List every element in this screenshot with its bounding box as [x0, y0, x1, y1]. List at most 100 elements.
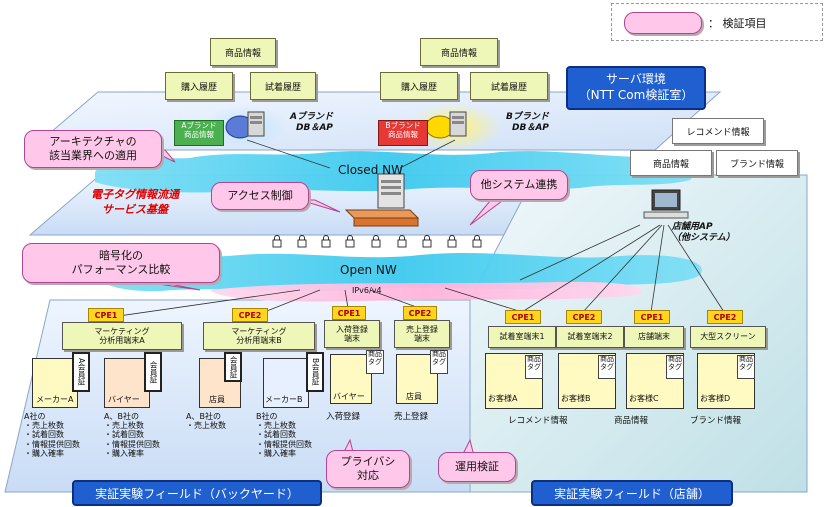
- stats-b-item: ・売上枚数: [256, 421, 296, 431]
- stats-a-item: ・購入確率: [24, 448, 64, 458]
- store-label-product: 商品情報: [614, 416, 649, 426]
- terminal-marketing-b-line2: 分析用端末B: [236, 336, 282, 345]
- stats-b-item: ・試着回数: [256, 430, 296, 440]
- backyard-tag-1: 商品タグ: [366, 350, 384, 374]
- legend-label: ： 検証項目: [708, 17, 767, 30]
- backyard-cpe-2: CPE2: [232, 308, 268, 322]
- brand-a-note-product: 商品情報: [210, 38, 276, 66]
- store-tag-4: 商品タグ: [737, 355, 755, 379]
- user-maker-a-label: メーカーA: [36, 395, 74, 404]
- store-pc-icon: [643, 189, 689, 219]
- card-member-staff: 会員証: [224, 352, 242, 382]
- legend-swatch: [624, 12, 702, 34]
- brand-b-note-purchase: 購入履歴: [380, 72, 458, 100]
- open-nw-cloud: [94, 252, 702, 292]
- terminal-store: 店舗端末: [624, 326, 684, 348]
- store-cpe-3: CPE1: [634, 310, 670, 324]
- user-buyer-a-label: バイヤー: [108, 395, 140, 404]
- store-ap-line1: 店舗用AP: [672, 222, 713, 232]
- padlock-icons: [272, 235, 482, 248]
- platform-label-line2: サービス基盤: [102, 202, 168, 216]
- brand-b-db-line2: DB＆AP: [512, 122, 549, 133]
- store-label-brand: ブランド情報: [690, 416, 742, 426]
- terminal-fitting-2: 試着室端末2: [556, 326, 624, 348]
- brand-b-db-line1: Bブランド: [506, 112, 549, 122]
- server-a-icon: [225, 111, 265, 139]
- stats-ab2: A、B社の ・売上枚数: [186, 412, 226, 430]
- backyard-cpe-4: CPE2: [403, 306, 437, 320]
- callout-operation: 運用検証: [438, 452, 516, 482]
- platform-label: 電子タグ情報流通 サービス基盤: [55, 188, 215, 218]
- store-cpe-4: CPE2: [707, 310, 743, 324]
- terminal-marketing-b-line1: マーケティング: [231, 326, 287, 336]
- store-tag-1: 商品タグ: [525, 355, 543, 379]
- terminal-sales-line1: 売上登録: [406, 324, 438, 334]
- server-env-subtitle: （NTT Com検証室）: [578, 88, 694, 102]
- callout-architecture-line1: アーキテクチャの: [49, 135, 137, 149]
- terminal-arrival-line1: 入荷登録: [336, 324, 368, 334]
- store-cpe-2: CPE2: [566, 310, 602, 324]
- closed-nw-label: Closed NW: [338, 163, 403, 177]
- brand-b-badge-line2: 商品情報: [388, 130, 418, 140]
- brand-a-db-line2: DB＆AP: [296, 122, 333, 133]
- stats-b-item: ・購入確率: [256, 448, 296, 458]
- brand-b-db-label: Bブランド DB＆AP: [506, 112, 549, 134]
- stats-b-item: ・情報提供回数: [256, 439, 312, 449]
- backyard-cpe-3: CPE1: [332, 306, 366, 320]
- brand-b-note-product: 商品情報: [420, 38, 498, 66]
- user-staff-b-label: 店員: [406, 392, 422, 401]
- brand-b-note-fitting: 試着履歴: [470, 72, 548, 100]
- brand-a-note-purchase: 購入履歴: [165, 72, 233, 100]
- user-maker-a: [32, 358, 78, 408]
- stats-a-item: ・情報提供回数: [24, 439, 80, 449]
- brand-a-note-fitting: 試着履歴: [250, 72, 316, 100]
- callout-other-systems: 他システム連携: [470, 170, 568, 200]
- open-nw-label: Open NW: [340, 263, 397, 277]
- card-member-buyer: 会員証: [144, 352, 162, 392]
- card-b-member: B会員証: [306, 352, 324, 392]
- brand-b-badge-line1: Bブランド: [385, 121, 421, 130]
- store-tag-3: 商品タグ: [666, 355, 684, 379]
- card-a-member: A会員証: [72, 352, 90, 392]
- stats-ab-item: ・購入確率: [104, 448, 144, 458]
- label-arrival: 入荷登録: [326, 412, 361, 422]
- stats-ab-item: ・情報提供回数: [104, 439, 160, 449]
- customer-b-label: お客様B: [561, 394, 591, 403]
- stats-a-item: ・売上枚数: [24, 421, 64, 431]
- stats-a-title: A社の: [24, 412, 46, 421]
- stats-ab-item: ・試着回数: [104, 430, 144, 440]
- stats-ab2-title: A、B社の: [186, 412, 221, 421]
- field-backyard-bar: 実証実験フィールド（バックヤード）: [72, 480, 322, 506]
- callout-architecture-line2: 該当業界への適用: [49, 149, 137, 162]
- store-ap-line2: （他システム）: [672, 232, 735, 243]
- terminal-arrival: 入荷登録 端末: [324, 320, 380, 348]
- stats-a: A社の ・売上枚数 ・試着回数 ・情報提供回数 ・購入確率: [24, 412, 80, 458]
- ipv6-band: [210, 281, 642, 302]
- user-buyer-a: [104, 358, 150, 408]
- store-note-product: 商品情報: [630, 150, 712, 176]
- store-cpe-1: CPE1: [505, 310, 541, 324]
- stats-ab2-item: ・売上枚数: [186, 421, 226, 431]
- customer-d-label: お客様D: [700, 394, 731, 403]
- store-ap-label: 店舗用AP （他システム）: [672, 222, 735, 244]
- user-maker-b-label: メーカーB: [265, 395, 303, 404]
- callout-access-control: アクセス制御: [211, 182, 309, 210]
- terminal-fitting-1: 試着室端末1: [488, 326, 556, 348]
- platform-label-line1: 電子タグ情報流通: [91, 188, 179, 201]
- brand-a-db-line1: Aブランド: [290, 112, 333, 122]
- backyard-cpe-1: CPE1: [88, 308, 124, 322]
- callout-privacy: プライバシ 対応: [326, 450, 410, 488]
- stats-ab: A、B社の ・売上枚数 ・試着回数 ・情報提供回数 ・購入確率: [104, 412, 160, 458]
- store-tag-2: 商品タグ: [598, 355, 616, 379]
- terminal-sales: 売上登録 端末: [394, 320, 450, 348]
- terminal-marketing-b: マーケティング 分析用端末B: [203, 322, 315, 350]
- stats-ab-item: ・売上枚数: [104, 421, 144, 431]
- brand-a-db-label: Aブランド DB＆AP: [290, 112, 333, 134]
- store-label-recommend: レコメンド情報: [508, 416, 568, 426]
- store-note-recommend: レコメンド情報: [672, 118, 764, 144]
- brand-a-badge: Aブランド 商品情報: [174, 120, 224, 146]
- label-sales: 売上登録: [394, 412, 429, 422]
- callout-encryption-line2: パフォーマンス比較: [71, 263, 171, 276]
- customer-c-label: お客様C: [629, 394, 659, 403]
- stats-ab-title: A、B社の: [104, 412, 139, 421]
